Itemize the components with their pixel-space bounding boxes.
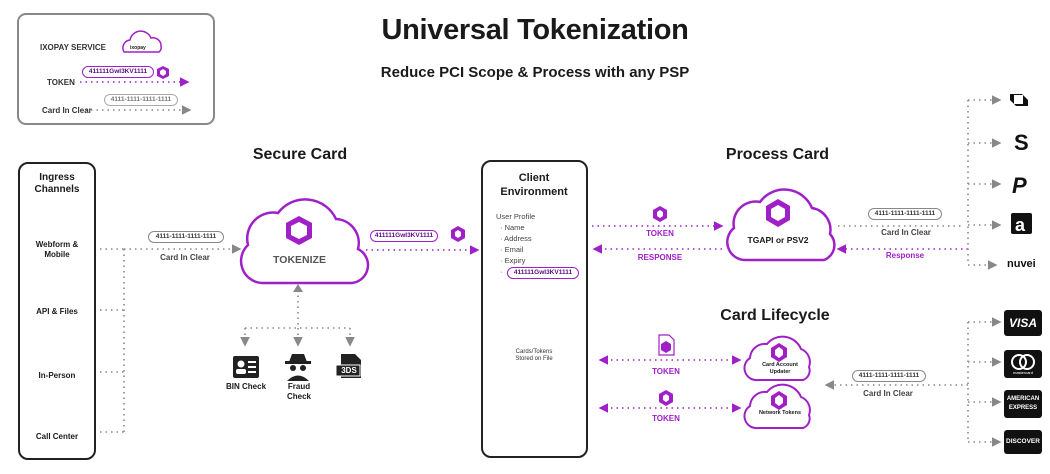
fraud-check-label: Fraud Check bbox=[286, 382, 311, 401]
visa-logo: VISA bbox=[1004, 310, 1042, 336]
svg-text:P: P bbox=[1012, 173, 1027, 198]
mastercard-circles-icon bbox=[1011, 354, 1035, 370]
ixopay-logo: ixopay bbox=[130, 45, 146, 51]
profile-token-bullet: · bbox=[500, 267, 503, 276]
secure-card-title: Secure Card bbox=[252, 146, 348, 163]
token-hex-icon-3 bbox=[659, 390, 673, 406]
profile-token-pill: 411111GwI3KV1111 bbox=[507, 267, 579, 279]
database-label: Cards/Tokens Stored on File bbox=[515, 349, 553, 362]
adyen-icon: a bbox=[1011, 213, 1032, 235]
gateway-label: TGAPI or PSV2 bbox=[747, 235, 809, 245]
mastercard-logo: mastercard bbox=[1004, 350, 1042, 378]
profile-field-address: · Address bbox=[500, 234, 532, 243]
nuvei-logo: nuvei bbox=[1007, 258, 1036, 270]
legend-panel bbox=[17, 13, 215, 125]
checks-connectors bbox=[240, 290, 355, 347]
stripe-icon: S bbox=[1014, 130, 1029, 155]
process-card-title: Process Card bbox=[725, 146, 830, 163]
token-hex-icon-1 bbox=[451, 226, 465, 242]
legend-service-label: IXOPAY SERVICE bbox=[40, 43, 106, 52]
tokenize-label: TOKENIZE bbox=[273, 254, 326, 266]
network-tokens-label: Network Tokens bbox=[758, 410, 802, 416]
process-card-in-clear-label: Card In Clear bbox=[881, 228, 931, 237]
process-card-pill: 4111-1111-1111-1111 bbox=[868, 208, 942, 220]
lifecycle-card-in-clear-label: Card In Clear bbox=[863, 389, 913, 398]
page-title: Universal Tokenization bbox=[381, 14, 689, 46]
paypal-icon: P bbox=[1012, 173, 1027, 198]
profile-field-expiry: · Expiry bbox=[500, 256, 526, 265]
updater-token-label: TOKEN bbox=[652, 367, 680, 376]
psp-fanout bbox=[967, 95, 1002, 270]
checks-up-arrow bbox=[293, 284, 303, 292]
psp-response-label: Response bbox=[885, 251, 925, 260]
channel-call-center-label: Call Center bbox=[35, 432, 79, 441]
spy-icon bbox=[285, 354, 311, 381]
card-account-updater-label: Card Account Updater bbox=[762, 362, 798, 375]
lifecycle-card-pill: 4111-1111-1111-1111 bbox=[852, 370, 926, 382]
token-file-icon bbox=[658, 334, 675, 356]
channel-api-label: API & Files bbox=[36, 307, 78, 316]
tokenize-hex-icon bbox=[286, 216, 312, 245]
channel-in-person-label: In-Person bbox=[38, 371, 76, 380]
client-environment-box bbox=[481, 160, 588, 458]
3ds-badge-text: 3DS bbox=[341, 366, 357, 375]
secure-card-pill: 4111-1111-1111-1111 bbox=[148, 231, 224, 243]
chase-icon bbox=[1010, 94, 1028, 106]
amex-logo: AMERICAN EXPRESS bbox=[1004, 390, 1042, 418]
legend-token-hex-icon bbox=[157, 66, 169, 79]
legend-token-pill: 411111GwI3KV1111 bbox=[82, 66, 154, 78]
network-fanout bbox=[967, 317, 1002, 447]
gateway-hex-icon bbox=[766, 199, 790, 227]
token-hex-icon-2 bbox=[653, 206, 667, 222]
network-token-label: TOKEN bbox=[652, 414, 680, 423]
3ds-icon bbox=[335, 354, 361, 378]
id-card-icon bbox=[233, 356, 259, 378]
ingress-channels-box bbox=[18, 162, 96, 460]
page-subtitle: Reduce PCI Scope & Process with any PSP bbox=[380, 64, 690, 81]
channel-webform-label: Webform & Mobile bbox=[35, 240, 79, 259]
ingress-title: Ingress Channels bbox=[34, 172, 80, 195]
profile-title: User Profile bbox=[496, 212, 536, 221]
bin-check-label: BIN Check bbox=[226, 382, 267, 391]
updater-cloud bbox=[743, 335, 811, 382]
discover-logo: DISCOVER bbox=[1004, 430, 1042, 454]
profile-field-name: · Name bbox=[500, 223, 525, 232]
ingress-connectors bbox=[100, 248, 125, 433]
profile-field-email: · Email bbox=[500, 245, 524, 254]
legend-clear-pill: 4111-1111-1111-1111 bbox=[104, 94, 178, 106]
client-title: Client Environment bbox=[500, 172, 568, 198]
network-cloud bbox=[743, 383, 811, 430]
card-lifecycle-title: Card Lifecycle bbox=[720, 307, 830, 324]
process-response-label: RESPONSE bbox=[637, 253, 683, 262]
svg-text:a: a bbox=[1015, 215, 1026, 235]
tokenize-output-pill: 411111GwI3KV1111 bbox=[370, 230, 438, 242]
secure-card-in-clear-label: Card In Clear bbox=[160, 253, 210, 262]
process-token-label: TOKEN bbox=[646, 229, 674, 238]
legend-token-label: TOKEN bbox=[47, 78, 75, 87]
legend-clear-label: Card In Clear bbox=[42, 106, 92, 115]
legend-cloud-icon bbox=[122, 30, 162, 53]
